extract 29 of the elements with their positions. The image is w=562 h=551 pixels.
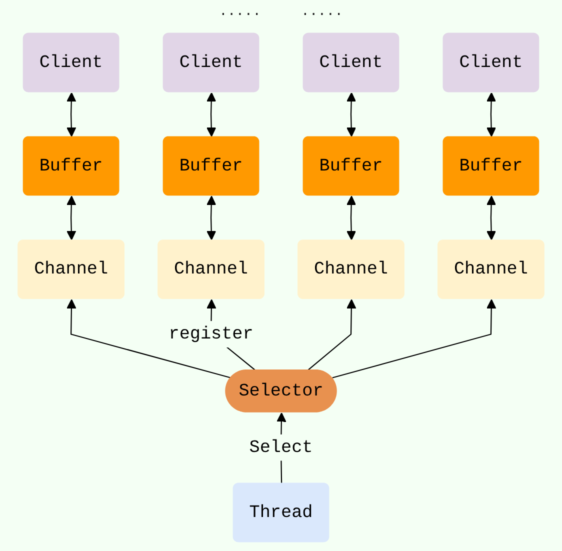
node-box: Buffer [22,136,120,196]
node-box: Channel [298,240,404,300]
arrow [66,92,76,137]
node-box: Channel [158,240,264,300]
node-box: Client [22,32,120,92]
node-box: Client [162,32,260,92]
node-box: Buffer [162,136,260,196]
node-box: Thread [232,482,330,542]
node-box: Selector [225,369,337,412]
edge-label: Select [249,438,313,458]
node-box: Client [442,32,540,92]
arrow [346,196,356,240]
node-box: Buffer [302,136,400,196]
arrow [486,92,496,137]
arrow [206,196,216,240]
arrow [486,196,496,240]
ellipsis-text: ..... [301,4,344,22]
node-box: Buffer [442,136,540,196]
arrow [66,196,76,240]
edge-label: register [168,324,254,344]
node-box: Client [302,32,400,92]
arrow [308,299,356,370]
arrow [66,299,231,378]
node-box: Channel [18,240,125,300]
ellipsis-text: ..... [218,4,261,22]
arrow [332,299,496,378]
arrow [346,92,356,137]
node-box: Channel [437,240,544,300]
arrow [206,92,216,137]
